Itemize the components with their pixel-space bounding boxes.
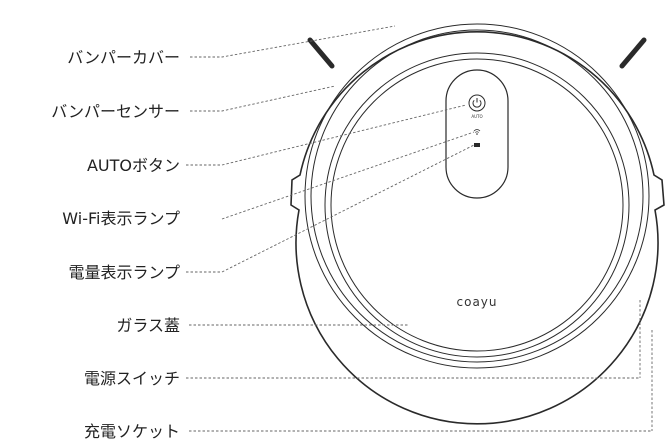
wifi-icon [473,129,481,135]
leader-bumper-cover [190,25,396,58]
label-bumper-cover: バンパーカバー [67,48,180,67]
leader-wifi [221,131,475,220]
label-power-switch: 電源スイッチ [84,369,180,388]
bumper-sensor-ring-outer [304,23,650,369]
label-bumper-sensor: バンパーセンサー [51,102,180,121]
label-wifi-lamp: Wi-Fi表示ランプ [62,209,180,228]
label-battery-lamp: 電量表示ランプ [68,263,180,282]
leader-bumper-sensor [190,85,336,112]
brand-logo: coayu [457,295,498,309]
battery-icon [474,143,480,147]
label-glass-lid: ガラス蓋 [116,316,180,335]
glass-lid-inner [330,58,624,352]
leader-battery [186,144,475,273]
label-auto-button: AUTOボタン [87,156,180,175]
power-icon[interactable] [468,94,486,112]
label-charge-socket: 充電ソケット [84,422,180,440]
auto-button[interactable]: AUTO [468,94,486,119]
glass-lid [324,52,630,358]
bumper-sensor-ring-inner [310,29,644,363]
auto-text: AUTO [471,114,482,119]
leader-auto-button [186,104,467,166]
right-side-brush [619,37,647,69]
left-side-brush [307,37,335,69]
